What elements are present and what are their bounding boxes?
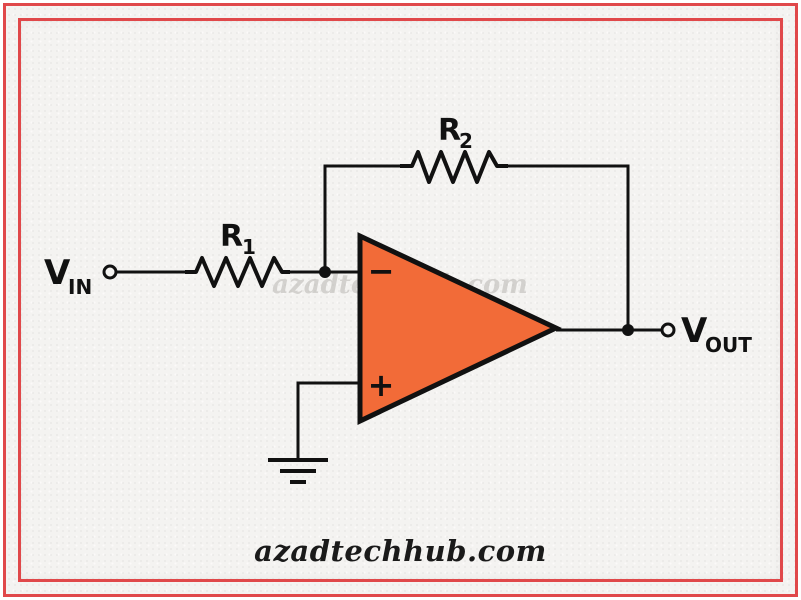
svg-text:R: R — [438, 113, 461, 148]
vin-label: V IN — [44, 253, 92, 299]
noninverting-wire — [296, 381, 360, 458]
svg-text:OUT: OUT — [705, 333, 752, 357]
svg-text:V: V — [44, 253, 71, 293]
svg-text:2: 2 — [459, 129, 473, 153]
svg-text:1: 1 — [242, 235, 256, 259]
inverting-junction-dot — [319, 266, 331, 278]
feedback-wire-left — [323, 164, 400, 272]
resistor-r1 — [185, 256, 290, 288]
svg-text:IN: IN — [68, 275, 92, 299]
svg-text:R: R — [220, 219, 243, 254]
opamp-triangle — [357, 232, 562, 425]
vout-label: V OUT — [681, 311, 752, 357]
inner-frame — [18, 18, 783, 582]
plus-sign: + — [368, 366, 395, 404]
minus-sign: − — [368, 252, 395, 290]
ground-symbol — [268, 458, 328, 484]
r2-label: R 2 — [438, 113, 473, 153]
vout-terminal — [660, 322, 676, 338]
svg-text:V: V — [681, 311, 708, 351]
vin-terminal — [102, 264, 118, 280]
r1-label: R 1 — [220, 219, 256, 259]
feedback-wire-right — [508, 164, 630, 330]
output-junction-dot — [622, 324, 634, 336]
footer-website-text: azadtechhub.com — [254, 534, 547, 568]
resistor-r2 — [400, 150, 508, 184]
